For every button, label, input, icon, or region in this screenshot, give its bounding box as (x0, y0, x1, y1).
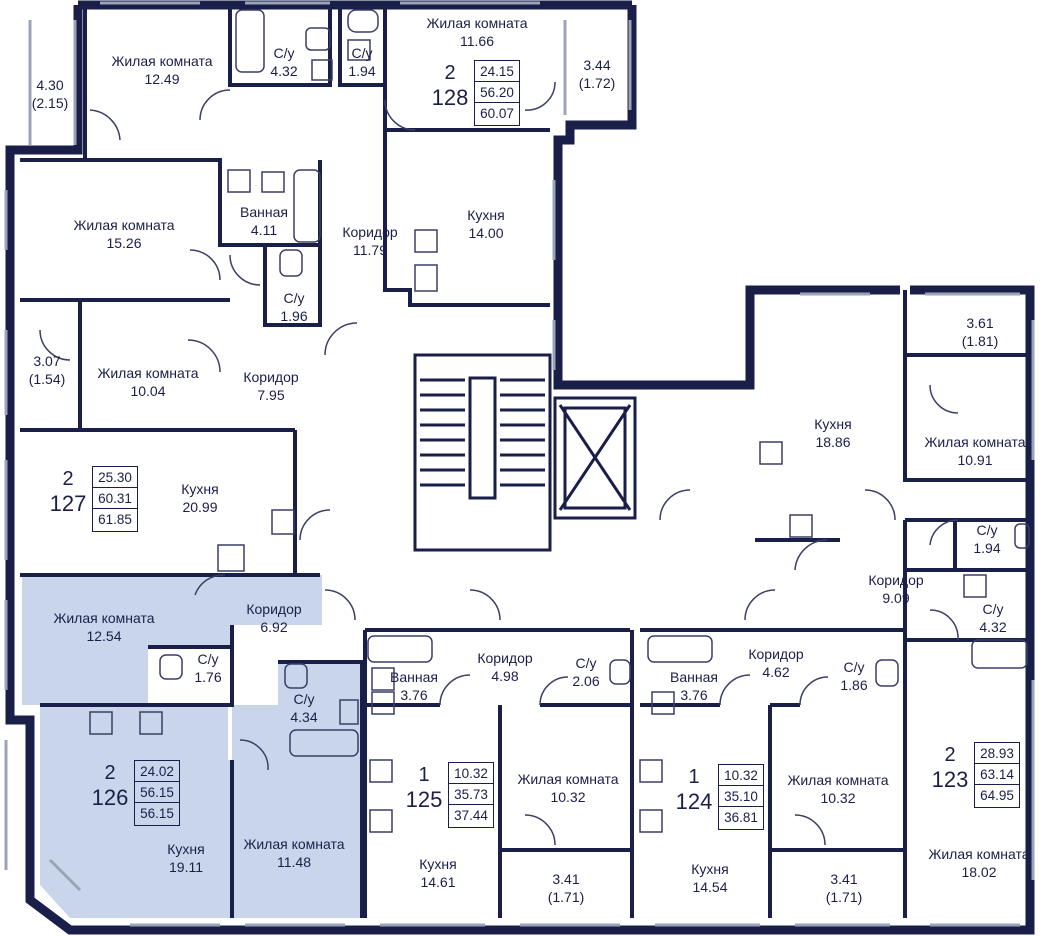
total-area: 63.14 (975, 764, 1019, 785)
apartment-number: 124 (675, 789, 713, 814)
room-count: 2 (444, 62, 456, 84)
apartment-number: 127 (49, 491, 87, 516)
apartment-number: 126 (91, 785, 129, 810)
apartment-124-badge[interactable]: 1 124 10.32 35.10 36.81 (672, 764, 764, 830)
total-area: 56.20 (475, 82, 519, 103)
total-area-with-balcony: 37.44 (454, 808, 488, 823)
apartment-127-badge[interactable]: 2 127 25.30 60.31 61.85 (46, 466, 138, 532)
living-area: 10.32 (719, 765, 763, 786)
apartment-number: 123 (931, 767, 969, 792)
stair-core (413, 353, 637, 552)
living-area: 25.30 (93, 467, 137, 488)
fixtures (89, 9, 1030, 833)
total-area: 35.10 (719, 786, 763, 807)
area-box: 25.30 60.31 61.85 (92, 466, 138, 532)
apartment-128-badge[interactable]: 2 128 24.15 56.20 60.07 (428, 60, 520, 126)
balcony-label: 3.61(1.81) (961, 315, 999, 349)
area-box: 24.02 56.15 56.15 (134, 760, 180, 826)
balcony-label: 3.07(1.54) (28, 353, 66, 387)
room-count: 2 (62, 468, 74, 490)
room-count: 1 (418, 764, 430, 786)
apartment-123-badge[interactable]: 2 123 28.93 63.14 64.95 (928, 742, 1020, 808)
room-count: 1 (688, 766, 700, 788)
door-swings (39, 81, 959, 846)
total-area-with-balcony: 56.15 (140, 806, 174, 821)
area-box: 10.32 35.73 37.44 (448, 762, 494, 828)
total-area: 56.15 (135, 782, 179, 803)
area-box: 24.15 56.20 60.07 (474, 60, 520, 126)
exterior-walls (5, 0, 1035, 935)
apartment-126-badge[interactable]: 2 126 24.02 56.15 56.15 (88, 760, 180, 826)
balcony-label: 3.41(1.71) (547, 871, 585, 905)
balcony-label: 4.30(2.15) (31, 77, 69, 111)
total-area-with-balcony: 60.07 (480, 106, 514, 121)
total-area-with-balcony: 36.81 (724, 810, 758, 825)
apartment-126-highlight (22, 575, 362, 918)
area-box: 10.32 35.10 36.81 (718, 764, 764, 830)
room-count: 2 (104, 762, 116, 784)
living-area: 10.32 (449, 763, 493, 784)
living-area: 24.02 (135, 761, 179, 782)
living-area: 24.15 (475, 61, 519, 82)
total-area: 35.73 (449, 784, 493, 805)
balcony-label: 3.41(1.71) (825, 871, 863, 905)
apartment-number: 128 (431, 85, 469, 110)
room-count: 2 (944, 744, 956, 766)
apartment-125-badge[interactable]: 1 125 10.32 35.73 37.44 (402, 762, 494, 828)
area-box: 28.93 63.14 64.95 (974, 742, 1020, 808)
total-area: 60.31 (93, 488, 137, 509)
windows (4, 1, 1035, 927)
balcony-label: 3.44(1.72) (578, 57, 616, 91)
living-area: 28.93 (975, 743, 1019, 764)
total-area-with-balcony: 61.85 (98, 512, 132, 527)
total-area-with-balcony: 64.95 (980, 788, 1014, 803)
apartment-number: 125 (405, 787, 443, 812)
